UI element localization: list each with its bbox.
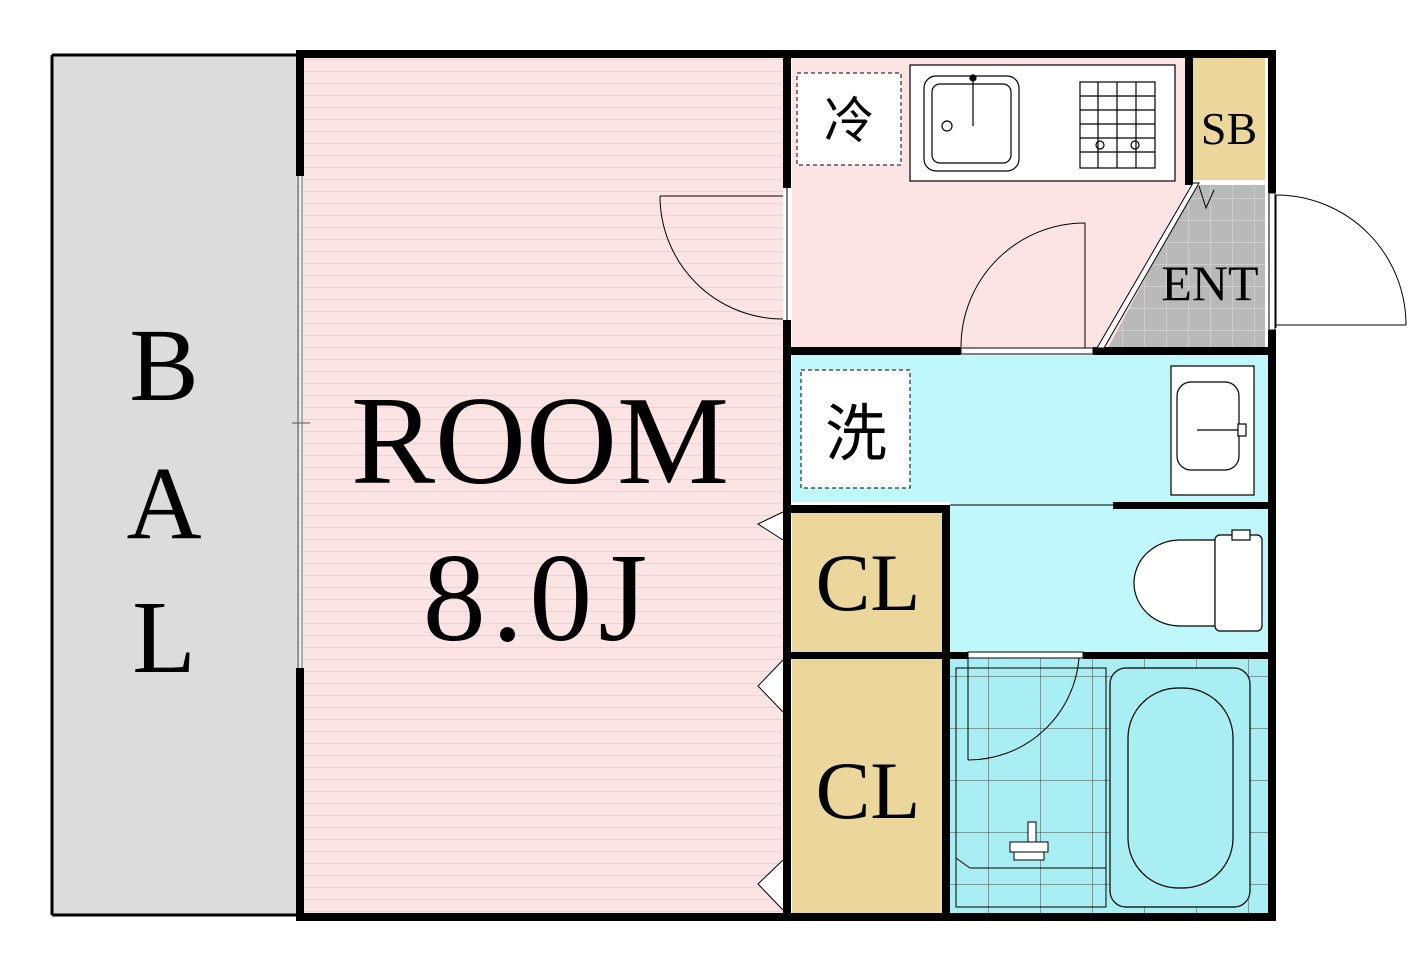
closet-upper-label: CL	[816, 537, 921, 628]
shoe-box	[1193, 58, 1265, 180]
wash-basin	[1170, 365, 1255, 496]
bathtub	[1109, 667, 1251, 908]
toilet	[1133, 529, 1263, 632]
closet-lower	[792, 659, 942, 913]
kitchen-counter	[909, 64, 1176, 182]
door-entrance	[1268, 192, 1407, 331]
closet-upper	[792, 512, 942, 653]
entrance-label: ENT	[1161, 255, 1258, 311]
balcony-label-b: B	[129, 308, 198, 423]
door-room-kitchen	[659, 188, 788, 320]
shoe-box-label: SB	[1201, 103, 1257, 154]
washer-label: 洗	[825, 397, 887, 470]
room-size-label: 8.0J	[423, 529, 654, 668]
walls	[296, 50, 1276, 921]
balcony	[50, 53, 300, 917]
door-washroom	[960, 222, 1094, 355]
closet-lower-label: CL	[816, 745, 921, 836]
balcony-label: B A L	[126, 308, 201, 695]
room-label: ROOM	[351, 372, 729, 511]
washer-space	[800, 369, 911, 489]
main-room	[303, 58, 783, 913]
entrance-step	[1096, 182, 1215, 349]
fridge-label: 冷	[824, 92, 874, 150]
door-bathroom	[967, 651, 1084, 761]
fridge-space	[796, 72, 902, 166]
balcony-label-l: L	[132, 580, 196, 695]
shower-fixture	[955, 667, 1107, 908]
balcony-window	[292, 176, 310, 668]
balcony-label-a: A	[126, 446, 201, 561]
closet-doors	[756, 511, 784, 911]
entrance-floor	[1108, 185, 1265, 348]
